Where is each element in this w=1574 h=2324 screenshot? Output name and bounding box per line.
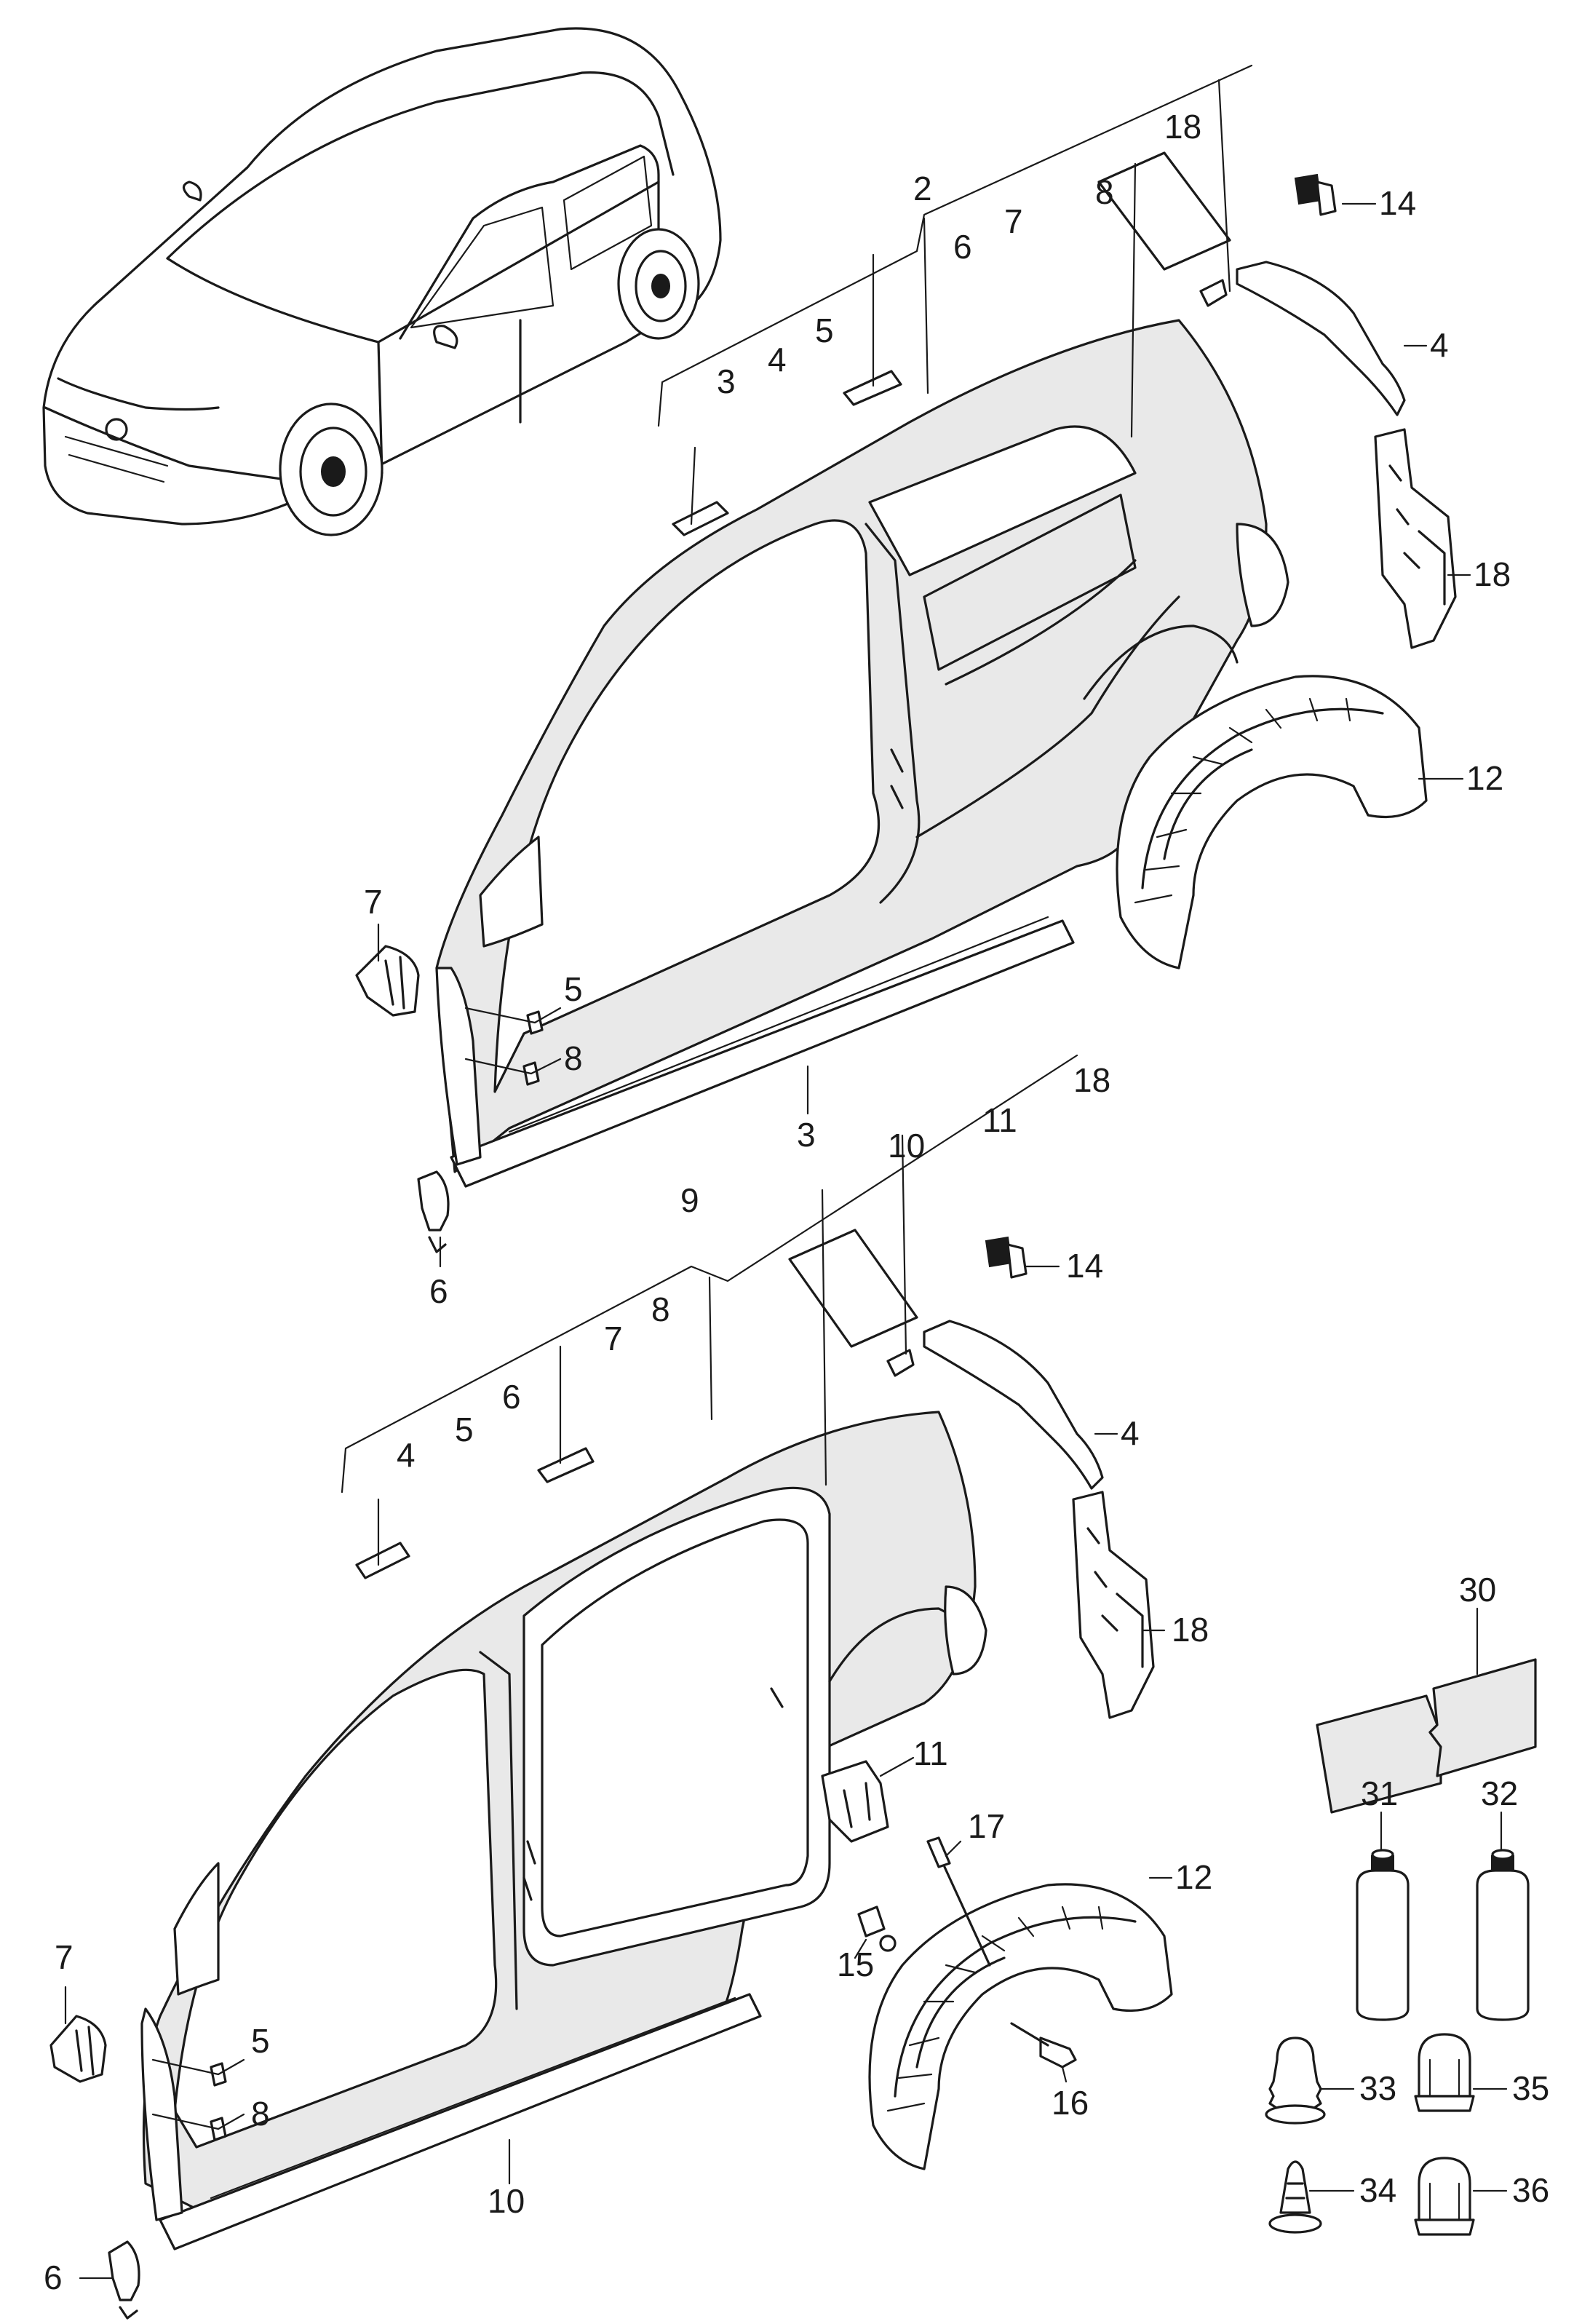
callout-6-top-left: 6 [429, 1272, 448, 1310]
bracket-part-6-bottom [108, 2240, 140, 2320]
callout-15-bottom: 15 [837, 1946, 874, 1983]
callout-9-bottom: 9 [680, 1181, 699, 1219]
callout-18-bottom: 18 [1073, 1061, 1110, 1099]
clip-part-14-bottom [985, 1236, 1028, 1279]
callout-18-bottom-right: 18 [1172, 1611, 1209, 1649]
side-panel-5-door [140, 1411, 987, 2250]
callout-6-bottom: 6 [502, 1378, 521, 1416]
screw-part-16 [1010, 2022, 1077, 2069]
callout-5-top: 5 [815, 312, 834, 349]
callout-3-top-bottom: 3 [797, 1116, 816, 1154]
bracket-part-6-top [417, 1170, 450, 1253]
bracket-part-18-bottom [1072, 1491, 1155, 1719]
callout-8-top-left: 8 [564, 1039, 583, 1077]
leader-lines-bottom [64, 1054, 1173, 2280]
callout-4-bottom: 4 [397, 1436, 416, 1474]
bracket-part-7-bottom [49, 2015, 107, 2083]
clip-part-14-top [1294, 173, 1337, 216]
trim-strip-part-4-top [1236, 261, 1406, 416]
callout-7-bottom-left: 7 [55, 1938, 73, 1976]
trim-strip-parts-top [672, 151, 1231, 536]
tape-part-30 [1316, 1607, 1537, 1814]
callout-34: 34 [1359, 2171, 1396, 2209]
callout-6-bottom-left: 6 [44, 2258, 63, 2296]
callout-11-bottom: 11 [982, 1101, 1017, 1139]
callout-7-bottom: 7 [604, 1320, 623, 1357]
callout-30: 30 [1459, 1571, 1496, 1609]
callout-8-bottom-left: 8 [251, 2095, 270, 2133]
callout-12-bottom: 12 [1175, 1858, 1212, 1896]
callout-labels-parts: 30 31 32 33 34 35 36 [1359, 1571, 1549, 2209]
callout-8-bottom: 8 [651, 1290, 670, 1328]
callout-labels-bottom: 9 4 5 6 7 8 10 11 18 14 4 18 11 17 12 15… [44, 1061, 1212, 2296]
callout-14-top: 14 [1379, 184, 1416, 222]
bracket-part-18-top [1374, 428, 1457, 649]
callout-18-top: 18 [1164, 108, 1201, 146]
callout-10-bottom-sill: 10 [488, 2182, 525, 2220]
bracket-part-11 [821, 1760, 889, 1843]
leader-lines-top [377, 64, 1471, 1268]
callout-11-bottom-right: 11 [913, 1734, 948, 1772]
callout-18-top-right: 18 [1474, 555, 1511, 593]
callout-8-top: 8 [1095, 173, 1114, 211]
callout-5-bottom: 5 [455, 1411, 474, 1448]
can-part-31 [1356, 1811, 1410, 2021]
callout-17-bottom: 17 [968, 1807, 1005, 1845]
callout-4-bottom-right: 4 [1121, 1414, 1140, 1452]
callout-6-top: 6 [953, 228, 972, 266]
callout-7-top-left: 7 [364, 883, 383, 921]
trim-strip-part-4-bottom [923, 1320, 1104, 1490]
nut-part-15 [857, 1905, 897, 1952]
callout-10-bottom: 10 [888, 1127, 925, 1165]
callout-12-top: 12 [1466, 759, 1503, 797]
callout-7-top: 7 [1004, 202, 1023, 240]
callout-36: 36 [1512, 2171, 1549, 2209]
callout-32: 32 [1481, 1774, 1518, 1812]
clip-part-33 [1265, 2037, 1355, 2125]
callout-5-bottom-left: 5 [251, 2022, 270, 2060]
callout-16-bottom: 16 [1052, 2084, 1089, 2122]
callout-33: 33 [1359, 2069, 1396, 2107]
clip-part-34 [1268, 2160, 1355, 2234]
cap-nut-part-36 [1414, 2157, 1508, 2236]
callout-2-top: 2 [913, 170, 932, 207]
vehicle-thumbnail [42, 27, 722, 536]
wheel-liner-part-12-top [1116, 675, 1428, 969]
callout-5-top-left: 5 [564, 970, 583, 1008]
cap-nut-part-35 [1414, 2033, 1508, 2112]
callout-31: 31 [1361, 1774, 1398, 1812]
bracket-part-7-top [355, 945, 420, 1017]
callout-labels-top: 2 3 4 5 6 7 8 18 14 4 18 12 7 5 8 6 3 [364, 108, 1511, 1310]
callout-4-top: 4 [768, 341, 787, 378]
wheel-liner-part-12-bottom [868, 1883, 1173, 2170]
trim-strip-parts-bottom [355, 1229, 918, 1579]
can-part-32 [1476, 1811, 1530, 2021]
screw-part-17 [926, 1836, 991, 1967]
callout-3-top: 3 [717, 362, 736, 400]
callout-14-bottom: 14 [1066, 1247, 1103, 1285]
callout-4-top-right: 4 [1430, 326, 1449, 364]
side-panel-3-door [435, 319, 1289, 1188]
callout-35: 35 [1512, 2069, 1549, 2107]
